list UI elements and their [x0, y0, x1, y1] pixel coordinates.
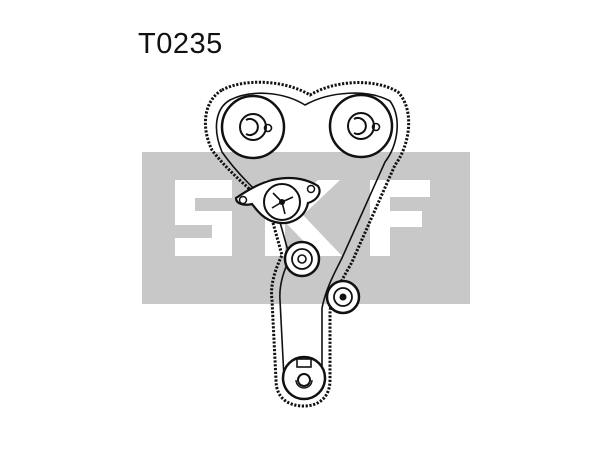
crankshaft-sprocket-icon — [281, 355, 327, 401]
skf-logo-watermark — [142, 152, 470, 304]
tensioner-pulley-icon — [283, 240, 321, 278]
idler-pulley-icon — [325, 279, 361, 315]
camshaft-pulley-icon — [220, 94, 286, 160]
part-number-label: T0235 — [138, 28, 223, 60]
water-pump-pulley-icon — [234, 176, 321, 225]
camshaft-pulley-icon — [328, 93, 394, 159]
